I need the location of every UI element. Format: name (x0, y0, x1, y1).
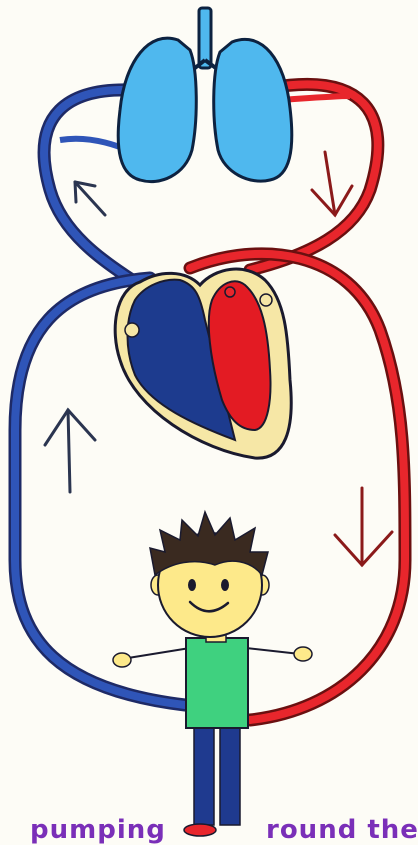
caption-left: pumping (30, 815, 166, 845)
left-lung (118, 38, 196, 182)
heart-icon (115, 269, 291, 458)
left-atrium-valve (260, 294, 272, 306)
right-lung (214, 39, 292, 181)
caption-right: round the (266, 815, 418, 845)
right-hand (294, 647, 312, 661)
right-atrium-valve (125, 323, 139, 337)
right-eye (221, 579, 229, 591)
pulmonary-vein-branch (280, 96, 350, 100)
boy-icon (113, 512, 312, 836)
left-shoe (184, 824, 216, 836)
lungs-icon (118, 8, 292, 182)
right-arm (246, 648, 300, 654)
left-leg (194, 725, 214, 825)
arrow-icon (312, 152, 352, 215)
arrow-icon (45, 410, 95, 492)
arrow-icon (335, 488, 392, 565)
left-arm (128, 648, 190, 658)
pulmonary-valve (225, 287, 235, 297)
right-leg (220, 725, 240, 825)
shirt (186, 638, 248, 728)
arrow-icon (75, 182, 105, 215)
left-eye (188, 579, 196, 591)
left-hand (113, 653, 131, 667)
trachea (199, 8, 211, 68)
